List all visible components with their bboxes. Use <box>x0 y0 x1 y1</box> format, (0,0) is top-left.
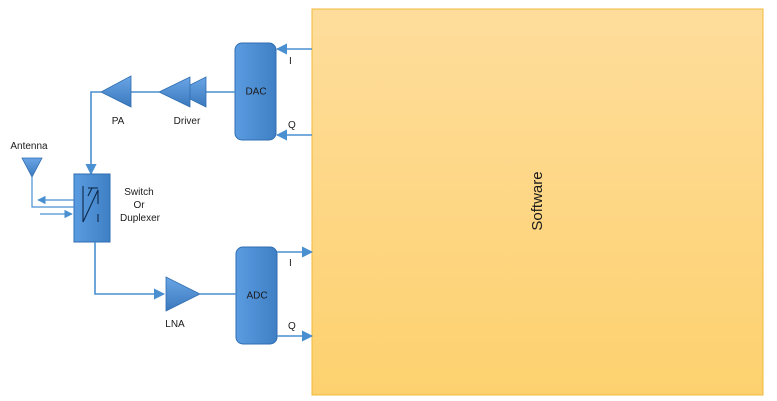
dac-q-label: Q <box>288 120 296 131</box>
pa-triangle <box>100 75 132 108</box>
switch-symbol-icon <box>82 186 99 223</box>
dac-i-label: I <box>289 56 292 67</box>
antenna-label: Antenna <box>10 141 48 152</box>
adc-label: ADC <box>246 291 267 302</box>
switch-label-line2: Or <box>133 200 145 211</box>
switch-label-line1: Switch <box>124 187 153 198</box>
driver-triangle-front <box>158 76 191 108</box>
adc-q-label: Q <box>288 321 296 332</box>
antenna-icon <box>21 157 43 178</box>
driver-triangle-back <box>175 76 207 108</box>
switch-duplexer-block <box>73 173 111 243</box>
pa-to-switch-wire <box>85 91 101 176</box>
pa-label: PA <box>112 116 125 127</box>
antenna-feed-wire <box>31 177 74 208</box>
lna-label: LNA <box>165 319 185 330</box>
software-block <box>311 8 764 396</box>
adc-block <box>235 246 278 345</box>
switch-label-line3: Duplexer <box>120 213 161 224</box>
adc-i-label: I <box>289 258 292 269</box>
software-label: Software <box>529 171 546 230</box>
dac-label: DAC <box>245 87 266 98</box>
switch-to-lna-wire <box>94 242 166 300</box>
lna-triangle <box>165 276 201 312</box>
driver-label: Driver <box>174 116 201 127</box>
